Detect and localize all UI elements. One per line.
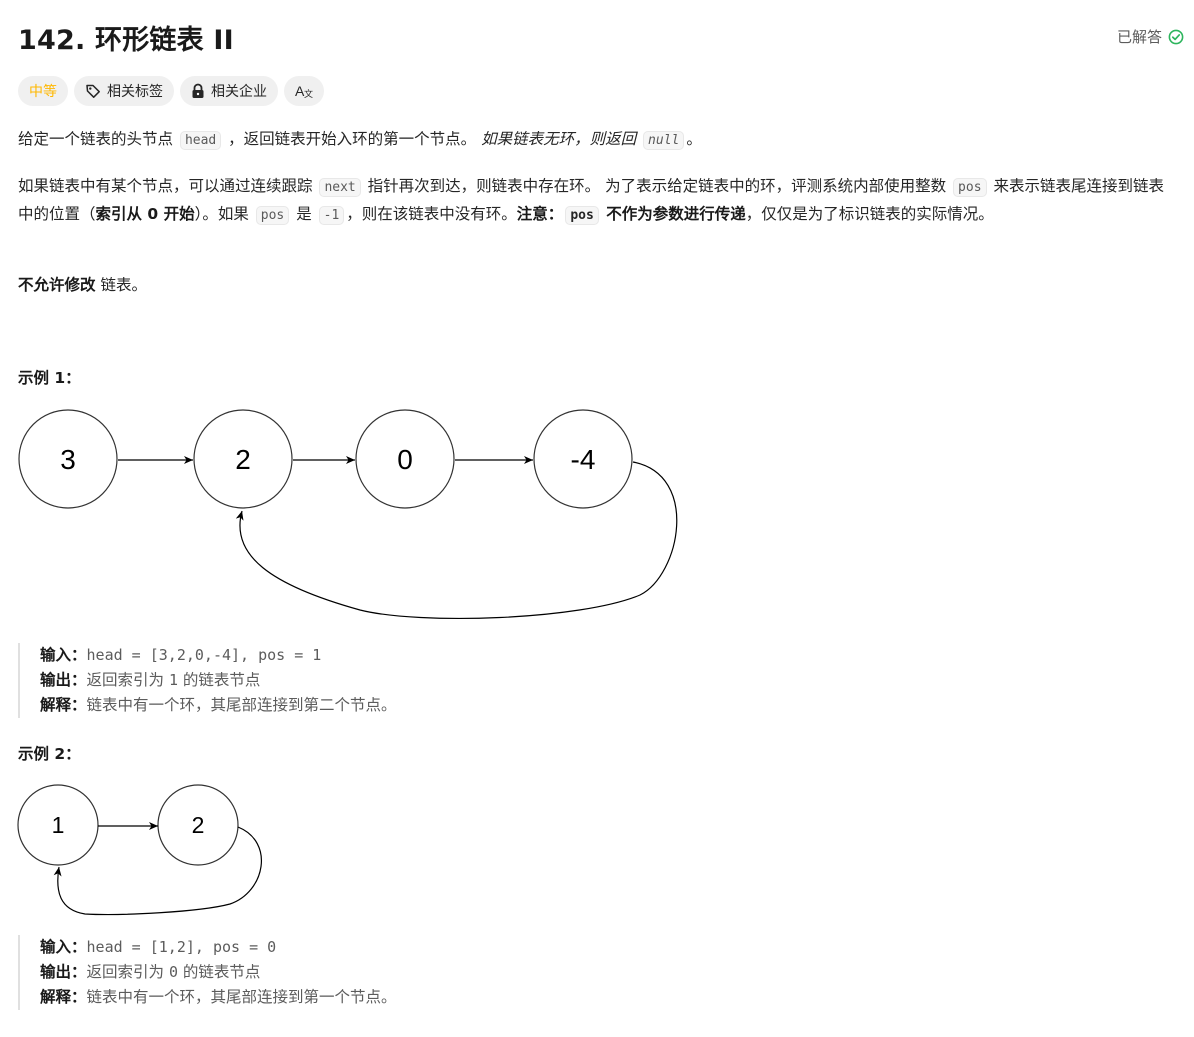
- inline-code-pos: pos: [953, 178, 987, 197]
- lock-icon: [191, 83, 205, 99]
- example-2-diagram: 1 2: [17, 784, 262, 916]
- text: 链表。: [95, 276, 147, 294]
- node-3: -4: [533, 409, 633, 509]
- text: 给定一个链表的头节点: [18, 130, 178, 148]
- example-2-title: 示例 2：: [18, 745, 81, 763]
- example-1-io-block: 输入：head = [3,2,0,-4], pos = 1 输出：返回索引为 1…: [18, 643, 397, 718]
- inline-code-pos: pos: [255, 206, 290, 225]
- node-0: 3: [18, 409, 118, 509]
- italic-text: 如果链表无环，则返回: [481, 130, 642, 148]
- node-2: 0: [355, 409, 455, 509]
- example-1-title: 示例 1：: [18, 369, 81, 387]
- bold-text: 不作为参数进行传递: [600, 205, 746, 223]
- related-tags-button[interactable]: 相关标签: [74, 76, 174, 106]
- text: 是: [291, 205, 317, 223]
- solved-status: 已解答: [1117, 26, 1184, 47]
- inline-code-head: head: [179, 131, 222, 150]
- svg-text:3: 3: [60, 444, 76, 475]
- example-1-output: 输出：返回索引为 1 的链表节点: [40, 671, 261, 689]
- svg-text:-4: -4: [571, 444, 596, 475]
- difficulty-label: 中等: [29, 84, 57, 100]
- text: ）。如果: [194, 205, 254, 223]
- check-circle-icon: [1168, 29, 1184, 45]
- related-tags-label: 相关标签: [107, 84, 163, 100]
- svg-text:2: 2: [235, 444, 251, 475]
- example-1-input: 输入：head = [3,2,0,-4], pos = 1: [40, 646, 322, 664]
- node-1: 2: [157, 784, 239, 866]
- svg-text:1: 1: [52, 812, 65, 838]
- bold-text: 注意：: [516, 205, 564, 223]
- svg-text:2: 2: [192, 812, 205, 838]
- node-1: 2: [193, 409, 293, 509]
- inline-code-next: next: [319, 178, 361, 197]
- related-companies-label: 相关企业: [211, 84, 267, 100]
- arrows: [118, 456, 678, 620]
- text: ，仅仅是为了标识链表的实际情况。: [745, 205, 994, 223]
- node-0: 1: [17, 784, 99, 866]
- text: ，返回链表开始入环的第一个节点。: [223, 130, 482, 148]
- text: 。: [686, 130, 702, 148]
- svg-text:0: 0: [397, 444, 413, 475]
- bold-text: 索引从 0 开始: [95, 205, 195, 223]
- related-companies-button[interactable]: 相关企业: [180, 76, 278, 106]
- text: 指针再次到达，则链表中存在环。 为了表示给定链表中的环，评测系统内部使用整数: [362, 177, 952, 195]
- example-2-io-block: 输入：head = [1,2], pos = 0 输出：返回索引为 0 的链表节…: [18, 935, 397, 1010]
- solved-status-label: 已解答: [1116, 28, 1162, 46]
- arrows: [53, 822, 262, 916]
- bold-text: 不允许修改: [18, 276, 96, 294]
- example-2-explanation: 解释：链表中有一个环，其尾部连接到第一个节点。: [40, 988, 397, 1006]
- text: 如果链表中有某个节点，可以通过连续跟踪: [18, 177, 318, 195]
- inline-code-neg-one: -1: [318, 206, 345, 225]
- example-2-input: 输入：head = [1,2], pos = 0: [40, 938, 277, 956]
- tag-icon: [85, 83, 101, 99]
- example-1-diagram: 3 2 0 -4: [18, 409, 678, 620]
- text: ，则在该链表中没有环。: [346, 205, 517, 223]
- problem-title: 142. 环形链表 II: [18, 25, 234, 56]
- svg-text:文: 文: [304, 88, 313, 99]
- svg-text:A: A: [295, 83, 305, 99]
- example-1-explanation: 解释：链表中有一个环，其尾部连接到第二个节点。: [40, 696, 397, 714]
- description-paragraph-1: 给定一个链表的头节点 head ，返回链表开始入环的第一个节点。 如果链表无环，…: [18, 126, 1178, 154]
- inline-code-pos-bold: pos: [565, 206, 599, 225]
- description-paragraph-2: 如果链表中有某个节点，可以通过连续跟踪 next 指针再次到达，则链表中存在环。…: [18, 173, 1178, 229]
- difficulty-tag[interactable]: 中等: [18, 76, 68, 106]
- example-2-output: 输出：返回索引为 0 的链表节点: [40, 963, 261, 981]
- inline-code-null: null: [643, 131, 685, 150]
- text: 来表示链表尾连接到链表中的位置（: [18, 177, 1164, 223]
- description-paragraph-3: 不允许修改 链表。: [18, 272, 1178, 298]
